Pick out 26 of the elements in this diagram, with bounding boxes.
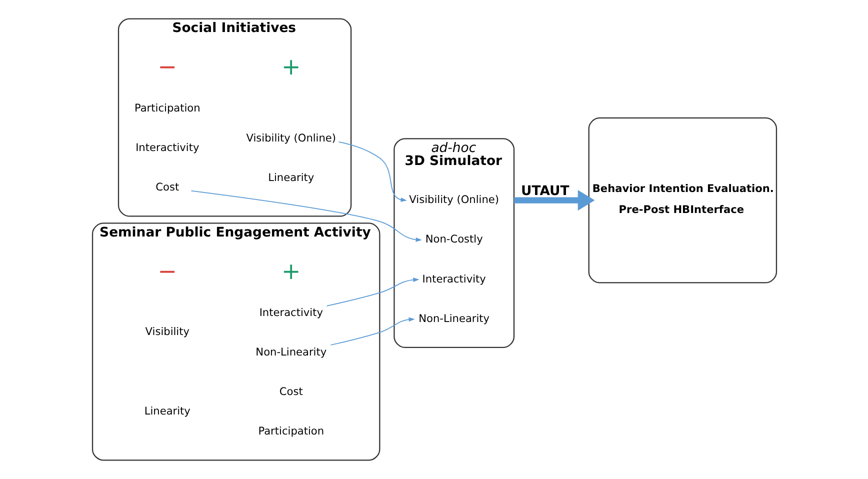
node-text: Non-Linearity <box>255 346 326 358</box>
edge-label: UTAUT <box>520 184 569 200</box>
arrow <box>190 190 422 242</box>
node-text: Visibility (Online) <box>246 132 336 144</box>
node-text: Visibility <box>144 326 189 338</box>
node-text: Linearity <box>144 405 190 418</box>
node-text: Linearity <box>268 172 314 184</box>
node-text: Non-Linearity <box>418 312 490 325</box>
node-text: Interactivity <box>258 306 322 319</box>
node-text: Visibility (Online) <box>408 194 499 206</box>
node-text: Participation <box>258 426 324 438</box>
arrow <box>514 190 594 211</box>
node-text: Participation <box>134 102 200 114</box>
node-box: Behavior Intention Evaluation. Pre-Post HBInterface <box>588 117 777 284</box>
node-text: Cost <box>155 182 179 194</box>
arrow <box>330 317 414 346</box>
label: − <box>157 258 176 285</box>
label: + <box>281 258 300 285</box>
node-text: Interactivity <box>135 142 199 154</box>
arrow <box>338 142 406 202</box>
node-text: Cost <box>278 386 302 398</box>
label: + <box>281 54 300 81</box>
node-text: Interactivity <box>422 273 486 286</box>
arrow <box>326 278 419 306</box>
node-text: Non-Costly <box>424 234 482 246</box>
label: − <box>157 54 176 81</box>
